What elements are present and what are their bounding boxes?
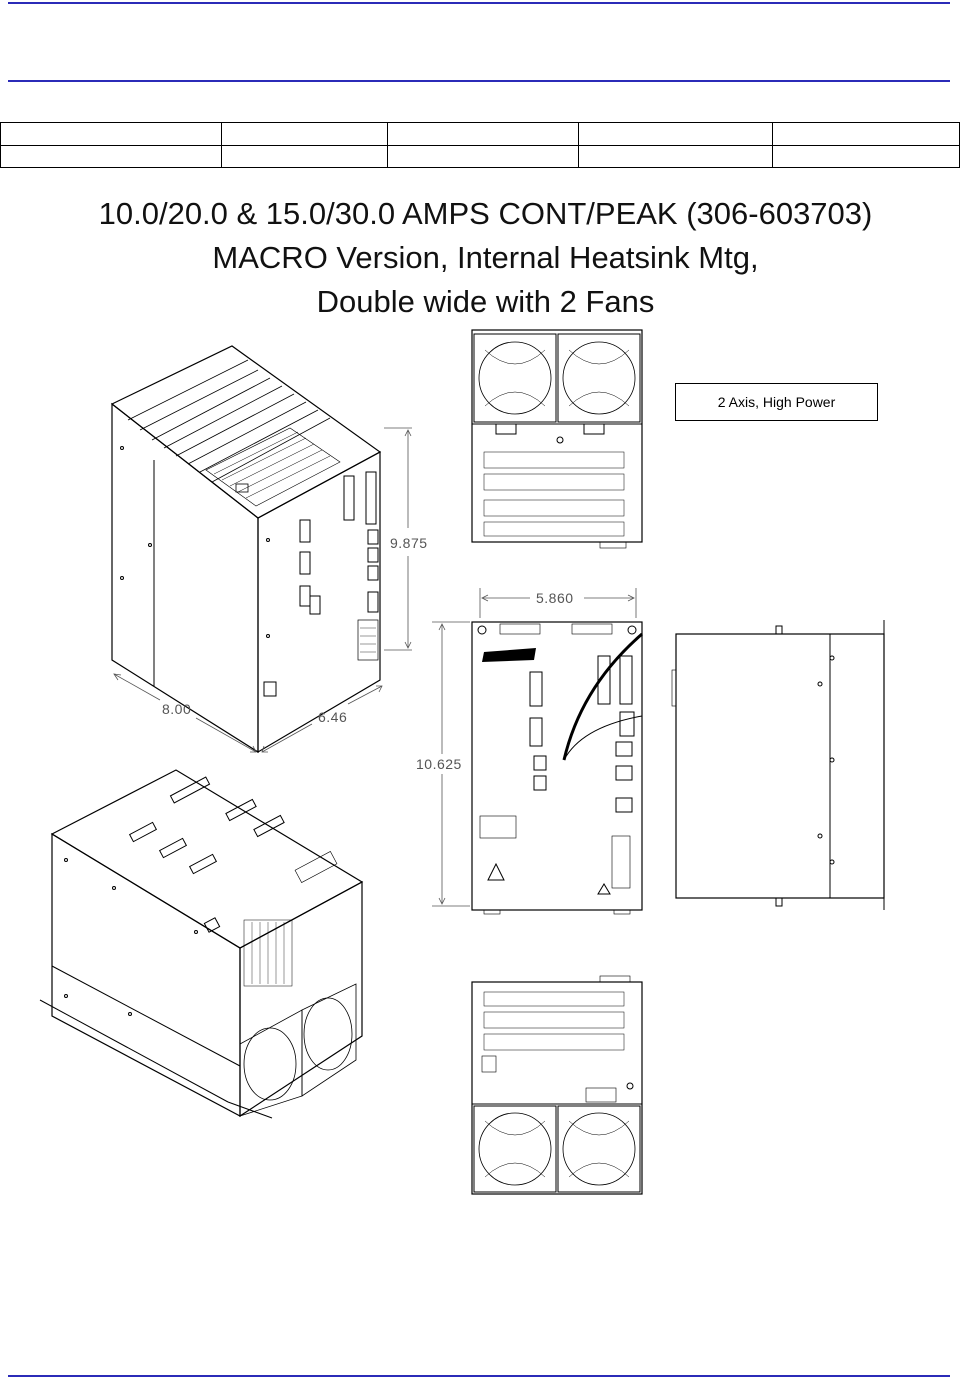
top-view-fans xyxy=(471,329,643,549)
dim-front-width: 5.860 xyxy=(536,590,574,606)
dim-height-iso: 9.875 xyxy=(390,535,428,551)
dim-width-iso: 6.46 xyxy=(318,709,347,725)
front-view: 5.860 10.625 xyxy=(416,588,643,915)
dim-depth-iso: 8.00 xyxy=(162,701,191,717)
title-line-1: 10.0/20.0 & 15.0/30.0 AMPS CONT/PEAK (30… xyxy=(98,196,873,231)
bottom-view-fans xyxy=(471,975,643,1195)
header-rule-top xyxy=(8,2,950,4)
isometric-view-fans xyxy=(39,769,364,1119)
side-view xyxy=(671,620,885,910)
header-cell xyxy=(772,122,960,146)
title-line-2: MACRO Version, Internal Heatsink Mtg, xyxy=(212,240,759,275)
title-line-3: Double wide with 2 Fans xyxy=(316,284,655,319)
header-cell xyxy=(772,144,960,168)
header-table xyxy=(0,122,960,168)
footer-rule xyxy=(8,1375,950,1377)
dim-front-height: 10.625 xyxy=(416,756,462,772)
header-rule-bottom xyxy=(8,80,950,82)
axis-callout: 2 Axis, High Power xyxy=(675,383,878,421)
isometric-view-top: 9.875 8.00 6.46 xyxy=(110,345,428,754)
